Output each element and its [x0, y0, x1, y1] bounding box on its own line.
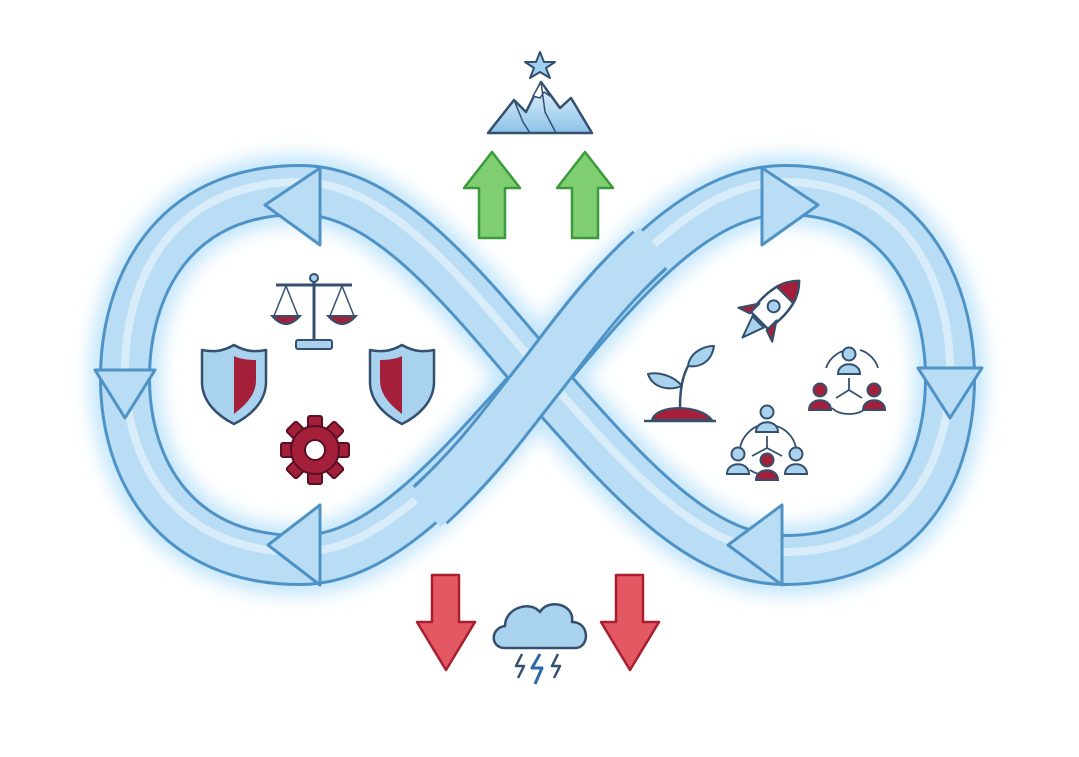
storm-cloud-icon — [492, 603, 588, 685]
connector-arc — [859, 349, 879, 369]
team-network-icon — [807, 346, 887, 415]
loop-arrowhead-top-right — [760, 166, 820, 247]
person-head — [730, 446, 746, 462]
loop-arrowhead-top-left — [263, 166, 322, 247]
person-body — [783, 463, 809, 475]
loop-arrowhead-right — [916, 366, 984, 420]
person-head — [759, 404, 775, 420]
person-head — [812, 382, 828, 398]
person-head — [788, 446, 804, 462]
connector-arc — [775, 425, 797, 449]
loop-arrowhead-bottom-left — [266, 503, 322, 587]
loop-crossing — [409, 227, 671, 528]
person-body — [754, 469, 780, 481]
loop-arrowhead-left — [93, 368, 157, 420]
person-body — [861, 399, 887, 411]
connector-line — [835, 389, 850, 399]
gear-icon — [280, 415, 350, 485]
shield-icon — [368, 343, 436, 426]
seedling-icon — [644, 345, 716, 423]
connector-line — [848, 389, 863, 399]
scales-of-justice-icon — [269, 273, 359, 350]
person-body — [754, 421, 780, 433]
up-arrow-left — [462, 150, 522, 240]
team-network-icon — [725, 404, 809, 481]
loop-arrowhead-bottom-right — [726, 503, 784, 587]
shield-icon — [200, 343, 268, 426]
connector-line — [766, 447, 783, 457]
person-head — [866, 382, 882, 398]
person-body — [836, 363, 862, 375]
rocket-icon — [737, 279, 801, 343]
person-head — [759, 452, 775, 468]
person-head — [841, 346, 857, 362]
up-arrow-right — [555, 150, 615, 240]
person-body — [725, 463, 751, 475]
mountain-peak-star-icon — [486, 51, 594, 135]
connector-arc — [831, 407, 867, 415]
down-arrow-right — [599, 573, 661, 672]
connector-line — [751, 447, 768, 457]
infinity-loop — [89, 154, 986, 596]
connector-arc — [739, 425, 759, 449]
person-body — [807, 399, 833, 411]
down-arrow-left — [415, 573, 477, 672]
